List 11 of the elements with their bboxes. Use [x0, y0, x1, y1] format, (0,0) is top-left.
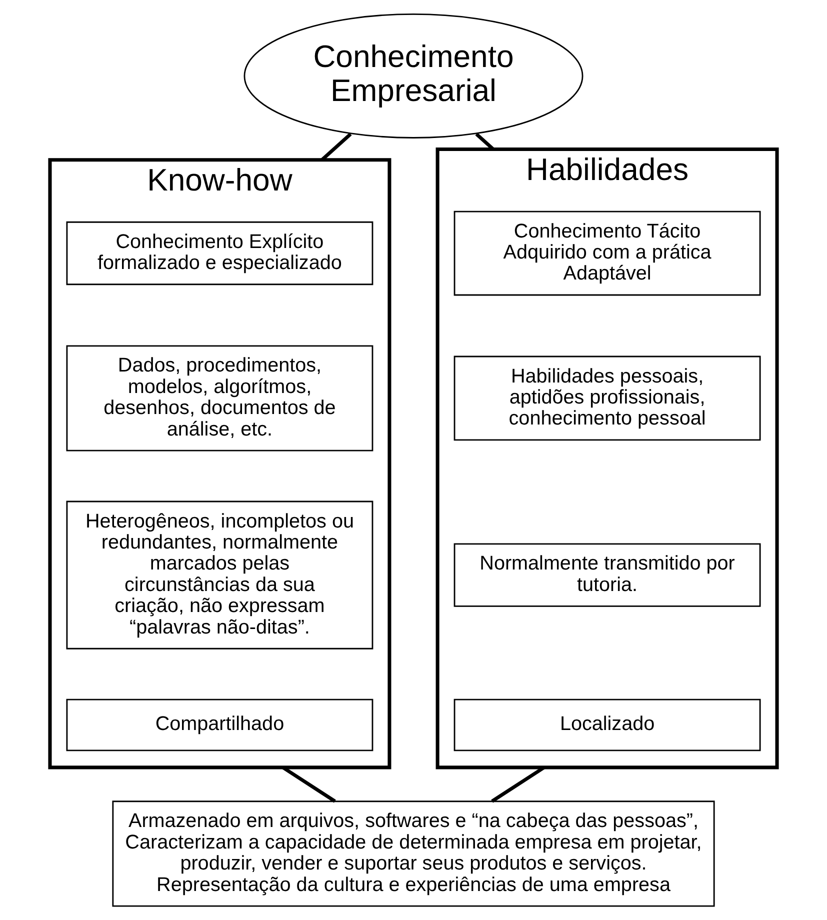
node-box: Normalmente transmitido por tutoria. — [454, 543, 761, 607]
node-box: Habilidades pessoais, aptidões profissionais, conhecimento pessoal — [454, 356, 761, 441]
node-ellipse: Conhecimento Empresarial — [244, 13, 584, 138]
node-box: Armazenado em arquivos, softwares e “na cabeça das pessoas”, Caracterizam a capacidade de determinada empresa em projetar, produzir, vender e suportar seus produtos e serviços. Representação da cultura e experiências de uma empresa — [112, 800, 715, 907]
node-box: Dados, procedimentos, modelos, algorítmos, desenhos, documentos de análise, etc. — [66, 345, 374, 452]
node-box: Localizado — [454, 698, 761, 752]
node-box: Compartilhado — [66, 698, 374, 752]
node-box: Conhecimento Explícito formalizado e especializado — [66, 221, 374, 286]
node-box: Heterogêneos, incompletos ou redundantes, normalmente marcados pelas circunstâncias da sua criação, não expressam “palavras não-ditas”. — [66, 500, 374, 650]
connector — [320, 132, 352, 162]
node-box: Conhecimento Tácito Adquirido com a prática Adaptável — [454, 210, 761, 296]
